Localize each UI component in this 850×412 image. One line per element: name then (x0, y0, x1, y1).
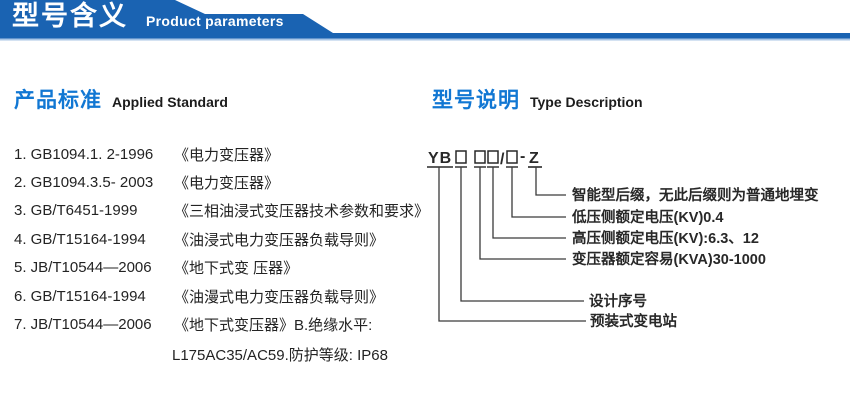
connector-lv (511, 167, 566, 218)
standard-title: 《油漫式电力变压器负载导则》 (174, 288, 385, 306)
label-hv-voltage: 高压侧额定电压(KV):6.3、12 (572, 229, 759, 247)
standard-item: 3. GB/T6451-1999 《三相油浸式变压器技术参数和要求》 (14, 197, 434, 225)
page-subtitle: Product parameters (146, 13, 284, 29)
model-code-slash: / (500, 151, 505, 168)
banner-shape (0, 0, 850, 41)
label-design-serial: 设计序号 (589, 292, 647, 310)
type-description-heading: 型号说明 Type Description (432, 84, 643, 114)
standard-item: 2. GB1094.3.5- 2003 《电力变压器》 (14, 168, 434, 196)
connector-design (460, 167, 584, 302)
standard-title: 《油浸式电力变压器负载导则》 (174, 231, 385, 249)
standards-heading-cn: 产品标准 (14, 89, 102, 112)
standard-item-continuation: L175AC35/AC59.防护等级: IP68 (172, 346, 388, 364)
standard-title: 《地下式变压器》B.绝缘水平: (174, 317, 373, 335)
standard-code: 5. JB/T10544—2006 (14, 259, 152, 277)
code-box-capacity (474, 150, 486, 164)
type-heading-en: Type Description (530, 94, 643, 110)
standard-item: 5. JB/T10544—2006 《地下式变 压器》 (14, 254, 434, 282)
model-code-suffix: Z (529, 150, 539, 167)
label-lv-voltage: 低压侧额定电压(KV)0.4 (571, 208, 723, 226)
standard-item: 1. GB1094.1. 2-1996 《电力变压器》 (14, 140, 434, 168)
standard-code: 3. GB/T6451-1999 (14, 202, 138, 220)
page-title: 型号含义 (12, 1, 128, 31)
standard-code: 2. GB1094.3.5- 2003 (14, 174, 154, 192)
connector-hv (492, 167, 566, 239)
standards-heading: 产品标准 Applied Standard (14, 84, 228, 114)
code-box-hv (487, 150, 499, 164)
standard-title: 《电力变压器》 (174, 146, 280, 164)
standard-item: 4. GB/T15164-1994 《油浸式电力变压器负载导则》 (14, 225, 434, 253)
connector-prefix (438, 167, 586, 322)
code-box-design (455, 150, 467, 164)
connector-suffix (535, 167, 566, 196)
standard-title: 《三相油浸式变压器技术参数和要求》 (174, 203, 430, 221)
standard-code: 4. GB/T15164-1994 (14, 230, 146, 248)
banner-polygon (0, 0, 850, 39)
model-code-dash: - (520, 148, 525, 165)
standard-code: 6. GB/T15164-1994 (14, 287, 146, 305)
standard-code: 1. GB1094.1. 2-1996 (14, 145, 154, 163)
standard-item: 6. GB/T15164-1994 《油漫式电力变压器负载导则》 (14, 282, 434, 310)
standard-code: 7. JB/T10544—2006 (14, 316, 152, 334)
standards-list: 1. GB1094.1. 2-1996 《电力变压器》 2. GB1094.3.… (14, 140, 434, 339)
standard-title: 《地下式变 压器》 (174, 260, 299, 278)
type-heading-cn: 型号说明 (432, 89, 520, 112)
code-box-lv (506, 150, 518, 164)
standard-title: 《电力变压器》 (174, 175, 280, 193)
standard-item: 7. JB/T10544—2006 《地下式变压器》B.绝缘水平: (14, 310, 434, 338)
connector-capacity (479, 167, 566, 260)
model-code-prefix: YB (428, 150, 452, 167)
standards-heading-en: Applied Standard (112, 94, 228, 110)
banner-underline (0, 38, 850, 41)
label-rated-capacity: 变压器额定容易(KVA)30-1000 (572, 250, 766, 268)
label-prefabricated-substation: 预装式变电站 (590, 312, 677, 330)
label-smart-suffix: 智能型后缀，无此后缀则为普通地埋变 (572, 186, 819, 204)
model-code-diagram: YB / - Z 智能型后缀，无此后缀则为普通地埋变 低压侧额定电压(KV)0.… (427, 148, 819, 330)
